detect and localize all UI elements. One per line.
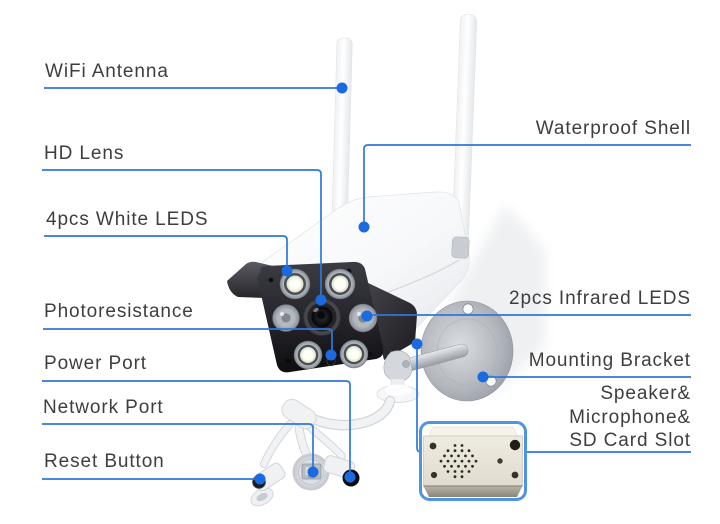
callout-dot-network-port <box>307 466 319 478</box>
label-infrared-leds: 2pcs Infrared LEDS <box>508 288 691 309</box>
callout-dots <box>254 82 489 485</box>
callout-dot-reset-button <box>254 473 266 485</box>
label-waterproof-shell: Waterproof Shell <box>535 118 691 139</box>
label-power-port: Power Port <box>44 353 147 374</box>
label-microphone-line: Microphone& <box>569 406 691 428</box>
callout-dot-waterproof-shell <box>358 221 370 233</box>
label-speaker-mic-sd: Speaker& Microphone& SD Card Slot <box>569 382 691 453</box>
white-led <box>279 268 311 300</box>
white-led <box>324 268 356 300</box>
label-wifi-antenna: WiFi Antenna <box>45 61 169 82</box>
label-mounting-bracket: Mounting Bracket <box>528 350 691 371</box>
callout-dot-white-leds <box>281 265 293 277</box>
callout-dot-wifi-antenna <box>336 82 348 94</box>
label-photoresistance: Photoresistance <box>44 301 194 322</box>
label-speaker-line: Speaker& <box>600 383 691 404</box>
screw-hole <box>511 471 519 479</box>
callout-lines <box>42 87 691 480</box>
label-sd-card-line: SD Card Slot <box>569 430 691 451</box>
antenna-hinge <box>451 236 470 259</box>
screw-hole <box>429 442 437 450</box>
bottom-view-box <box>419 421 527 501</box>
callout-dot-infrared-leds <box>361 310 373 322</box>
callout-line-hd-lens <box>42 169 322 296</box>
infrared-led <box>272 304 300 332</box>
speaker-grille <box>439 444 478 479</box>
label-white-leds: 4pcs White LEDS <box>46 209 209 230</box>
callout-line-photoresistance <box>43 328 333 351</box>
callout-line-waterproof-shell <box>363 144 691 223</box>
callout-dot-speaker-mic-sd <box>411 338 423 350</box>
screw-hole <box>509 439 521 451</box>
callout-line-network-port <box>42 423 314 468</box>
hd-lens-assembly <box>303 298 341 336</box>
white-led <box>339 339 369 369</box>
callout-line-white-leds <box>44 235 288 268</box>
callout-dot-hd-lens <box>315 294 327 306</box>
bracket-screw-hole <box>462 303 474 315</box>
cables <box>260 395 396 468</box>
callout-dot-mounting-bracket <box>477 371 489 383</box>
white-led <box>293 340 323 370</box>
power-port-connector <box>323 455 360 487</box>
label-hd-lens: HD Lens <box>44 143 125 164</box>
callout-dot-power-port <box>344 471 356 483</box>
reset-button-connector <box>250 462 286 507</box>
callout-line-power-port <box>42 380 351 473</box>
bracket-joint <box>376 350 420 403</box>
microphone-hole <box>497 458 503 464</box>
wifi-antenna-left <box>331 37 353 221</box>
screw-hole <box>430 471 438 479</box>
camera-front-face <box>257 261 384 373</box>
callout-dot-photoresistance <box>325 349 337 361</box>
label-reset-button: Reset Button <box>44 451 165 472</box>
shell-underside <box>362 280 417 360</box>
label-network-port: Network Port <box>43 397 164 418</box>
